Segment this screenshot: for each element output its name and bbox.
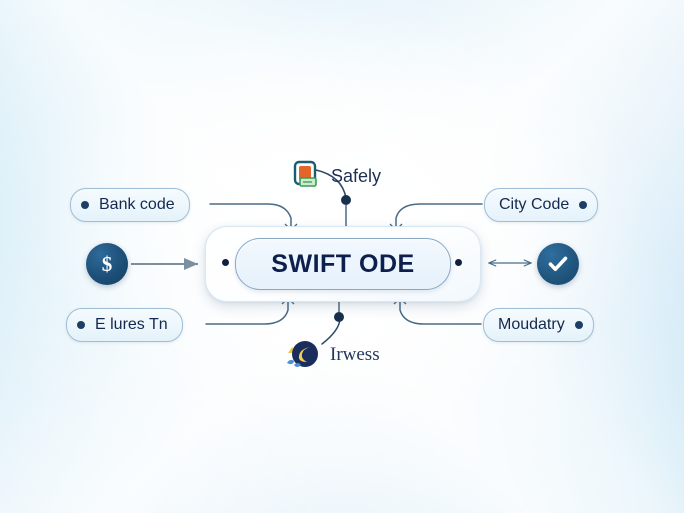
satellite-label-irwess: Irwess [330,344,380,365]
branch-node-fees[interactable]: E lures Tn [66,308,183,342]
check-mark-icon[interactable] [537,243,579,285]
check-glyph [548,256,568,271]
satellite-node-safely[interactable]: Safely [292,160,381,192]
branch-node-bank-code[interactable]: Bank code [70,188,190,222]
branch-label-mandatory: Moudatry [498,316,565,333]
bullet-icon [574,321,583,329]
center-node[interactable]: SWIFT ODE [235,238,451,290]
dollar-glyph: $ [102,252,113,276]
branch-label-bank-code: Bank code [99,196,175,213]
payment-terminal-icon [292,160,322,192]
branch-node-mandatory[interactable]: Moudatry [483,308,594,342]
center-node-dot-left [222,259,229,266]
bullet-icon [579,201,588,209]
satellite-label-safely: Safely [331,165,382,186]
bullet-icon [81,201,89,209]
bullet-icon [77,321,85,329]
center-node-dot-right [455,259,462,266]
branch-label-city-code: City Code [499,196,570,213]
dollar-sign-icon[interactable]: $ [86,243,128,285]
branch-label-fees: E lures Tn [95,316,168,333]
center-node-label: SWIFT ODE [271,249,415,278]
moon-badge-icon [285,339,321,371]
svg-text:$: $ [102,252,113,276]
branch-node-city-code[interactable]: City Code [484,188,599,222]
satellite-node-irwess[interactable]: Irwess [285,339,380,371]
